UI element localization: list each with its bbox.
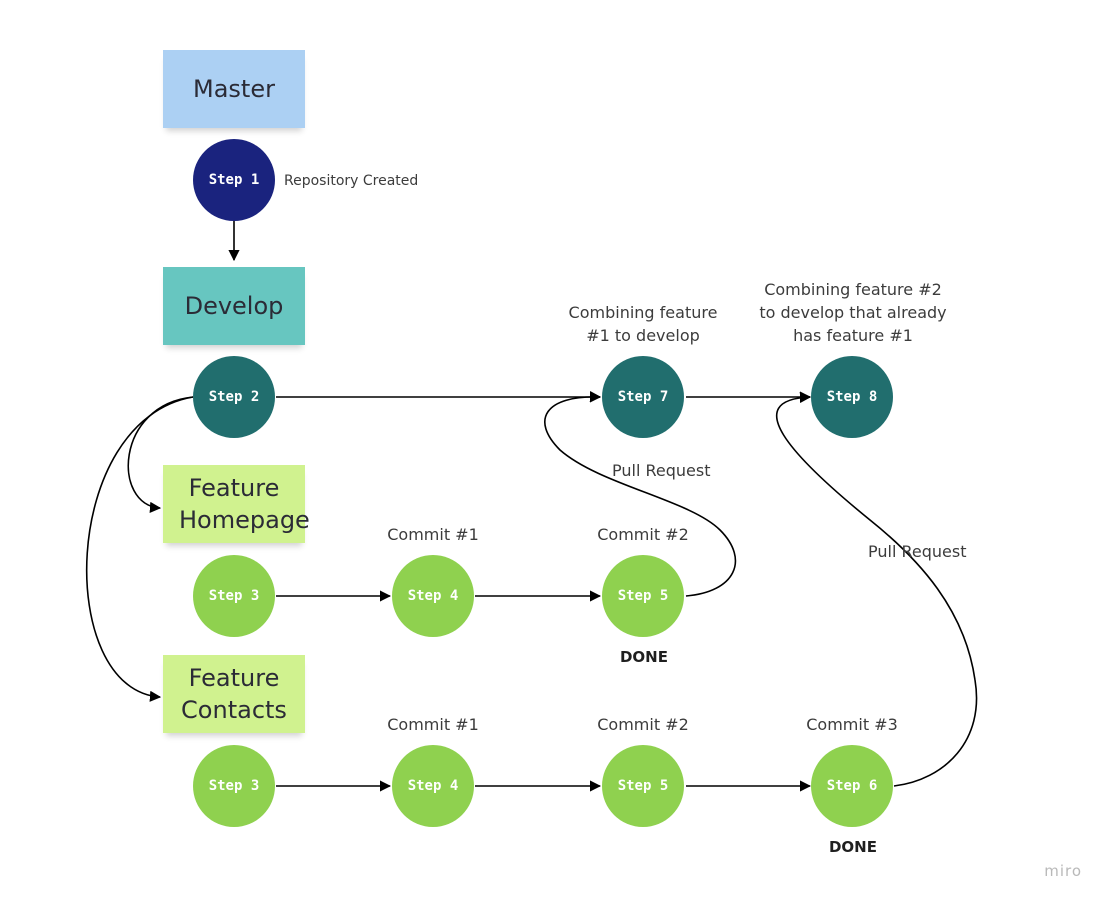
step-8-label: Step 8 (826, 389, 878, 405)
combine-feature-2-note: Combining feature #2 to develop that alr… (759, 280, 947, 345)
homepage-step-3-label: Step 3 (208, 588, 260, 604)
lane-feature-contacts-label: Feature Contacts (181, 664, 287, 724)
homepage-step-5-label: Step 5 (617, 588, 669, 604)
contacts-commit-3-label: Commit #3 (806, 715, 898, 734)
lane-feature-contacts: Feature Contacts (163, 655, 305, 733)
miro-watermark: miro (1044, 862, 1082, 880)
contacts-step-3-node: Step 3 (193, 745, 275, 827)
homepage-commit-1-label: Commit #1 (387, 525, 479, 544)
step-7-label: Step 7 (617, 389, 669, 405)
lane-develop-label: Develop (184, 292, 284, 320)
contacts-step-3-label: Step 3 (208, 778, 260, 794)
repo-created-note: Repository Created (284, 173, 419, 189)
lane-develop: Develop (163, 267, 305, 345)
homepage-done-label: DONE (619, 648, 668, 666)
connector-step2-to-feature-homepage (127, 396, 194, 513)
connector-pull-request-1 (544, 391, 737, 597)
homepage-commit-2-label: Commit #2 (597, 525, 689, 544)
contacts-step-5-node: Step 5 (602, 745, 684, 827)
contacts-done-label: DONE (828, 838, 877, 856)
step-1-node: Step 1 (193, 139, 275, 221)
step-1-label: Step 1 (208, 172, 260, 188)
combine-feature-1-note: Combining feature #1 to develop (568, 303, 718, 345)
homepage-step-4-node: Step 4 (392, 555, 474, 637)
contacts-step-4-label: Step 4 (407, 778, 459, 794)
homepage-step-4-label: Step 4 (407, 588, 459, 604)
step-2-label: Step 2 (208, 389, 260, 405)
contacts-step-6-node: Step 6 (811, 745, 893, 827)
homepage-step-3-node: Step 3 (193, 555, 275, 637)
connector-step2-to-feature-contacts (85, 396, 194, 702)
contacts-step-6-label: Step 6 (826, 778, 878, 794)
contacts-commit-1-label: Commit #1 (387, 715, 479, 734)
contacts-step-5-label: Step 5 (617, 778, 669, 794)
lane-master-label: Master (193, 75, 275, 103)
pull-request-2-label: Pull Request (868, 542, 967, 561)
contacts-step-4-node: Step 4 (392, 745, 474, 827)
step-7-node: Step 7 (602, 356, 684, 438)
step-2-node: Step 2 (193, 356, 275, 438)
step-8-node: Step 8 (811, 356, 893, 438)
lane-feature-homepage: Feature Homepage (163, 465, 310, 543)
homepage-step-5-node: Step 5 (602, 555, 684, 637)
connector-pull-request-2 (775, 391, 978, 787)
lane-feature-homepage-label: Feature Homepage (179, 474, 310, 534)
pull-request-1-label: Pull Request (612, 461, 711, 480)
contacts-commit-2-label: Commit #2 (597, 715, 689, 734)
lane-master: Master (163, 50, 305, 128)
